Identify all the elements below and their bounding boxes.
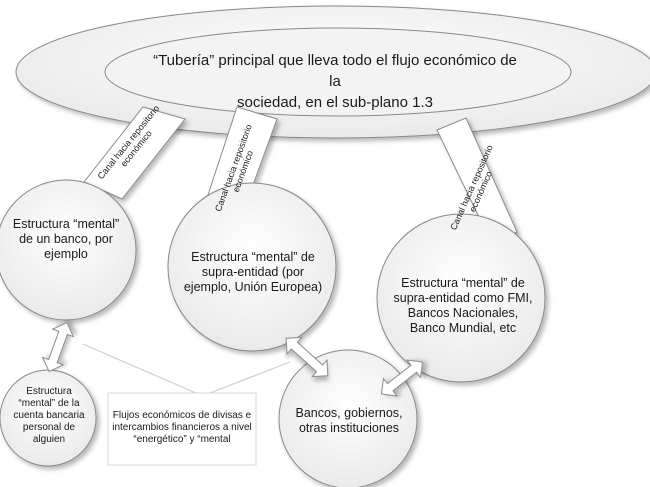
supra-imf-line4: Banco Mundial, etc bbox=[409, 321, 517, 335]
flows-line2: intercambios financieros a nivel bbox=[112, 422, 252, 433]
main-pipe-line1: “Tubería” principal que lleva todo el fl… bbox=[153, 52, 517, 90]
personal-line5: alguien bbox=[32, 434, 66, 445]
supra-eu-label: Estructura “mental” de supra-entidad (po… bbox=[180, 250, 326, 295]
flow-line-left bbox=[82, 343, 213, 401]
supra-eu-line3: ejemplo, Unión Europea) bbox=[183, 280, 323, 294]
bank-line3: ejemplo bbox=[44, 247, 88, 261]
supra-imf-line1: Estructura “mental” de bbox=[401, 276, 525, 290]
bank-line1: Estructura “mental” bbox=[12, 217, 120, 231]
supra-imf-label: Estructura “mental” de supra-entidad com… bbox=[384, 276, 542, 336]
channel-bar-left bbox=[83, 106, 186, 200]
bank-label: Estructura “mental” de un banco, por eje… bbox=[10, 217, 122, 262]
bank-circle bbox=[0, 179, 137, 321]
personal-label: Estructura “mental” de la cuenta bancari… bbox=[6, 386, 92, 446]
personal-line4: personal de bbox=[22, 422, 76, 433]
institutions-label: Bancos, gobiernos, otras instituciones bbox=[280, 406, 418, 436]
flows-box bbox=[107, 392, 257, 466]
arrow-imf-institutions bbox=[380, 359, 424, 397]
institutions-line2: otras instituciones bbox=[298, 421, 400, 435]
supra-imf-line3: Bancos Nacionales, bbox=[407, 306, 519, 320]
supra-eu-line2: supra-entidad (por bbox=[201, 265, 305, 279]
institutions-line1: Bancos, gobiernos, bbox=[295, 406, 403, 420]
flows-label: Flujos económicos de divisas e intercamb… bbox=[110, 410, 254, 446]
supra-eu-line1: Estructura “mental” de bbox=[191, 250, 315, 264]
bank-line2: de un banco, por bbox=[19, 232, 113, 246]
main-pipe-label: “Tubería” principal que lleva todo el fl… bbox=[150, 50, 520, 113]
supra-imf-circle bbox=[376, 213, 546, 383]
personal-line2: “mental” de la bbox=[18, 398, 80, 409]
arrow-bank-personal bbox=[41, 321, 75, 373]
personal-line3: cuenta bancaria bbox=[13, 410, 85, 421]
flows-line3: “energético” y “mental bbox=[133, 434, 231, 445]
arrow-eu-institutions bbox=[285, 336, 329, 378]
supra-imf-line2: supra-entidad como FMI, bbox=[393, 291, 533, 305]
flows-line1: Flujos económicos de divisas e bbox=[112, 410, 252, 421]
channel-bar-right bbox=[436, 117, 518, 245]
main-pipe-inner bbox=[104, 27, 572, 117]
personal-line1: Estructura bbox=[26, 386, 72, 397]
supra-eu-circle bbox=[167, 182, 337, 352]
main-pipe-line2: sociedad, en el sub-plano 1.3 bbox=[237, 94, 433, 111]
